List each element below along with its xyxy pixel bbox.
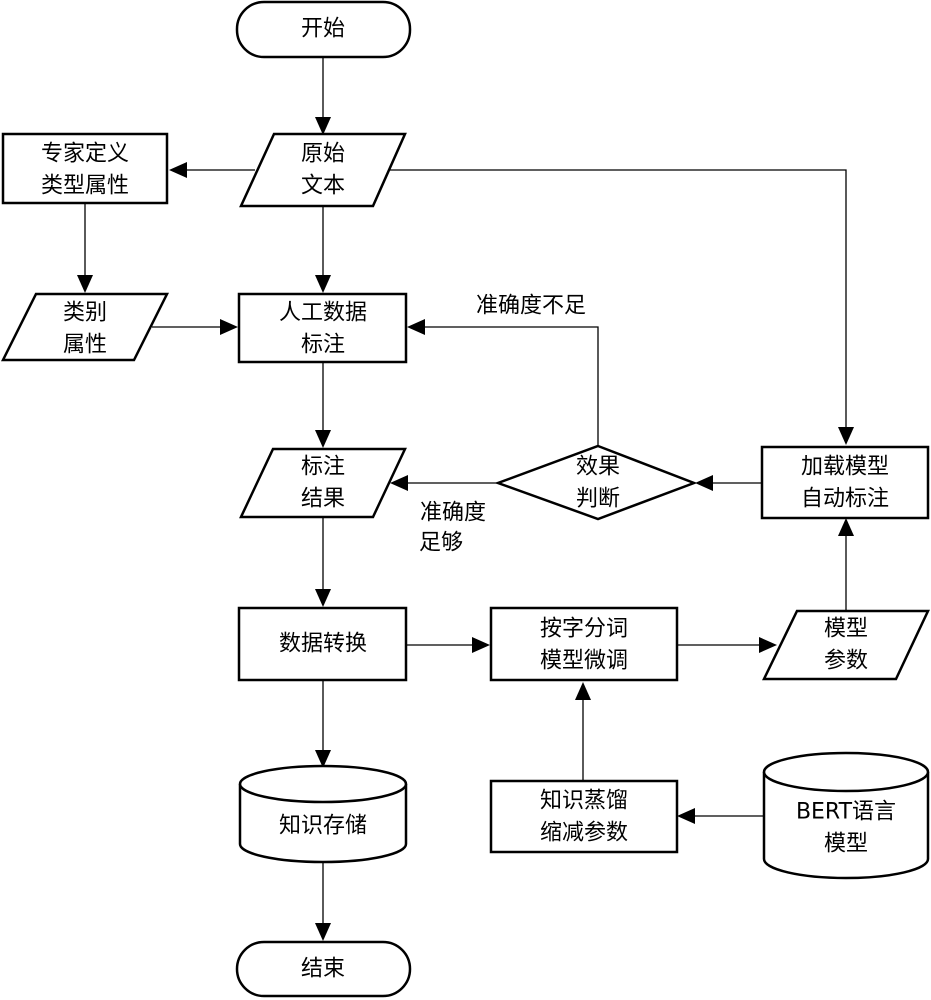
- data-conversion-label: 数据转换: [279, 632, 367, 657]
- arrowhead: [315, 117, 331, 135]
- distillation-line2: 缩减参数: [540, 821, 628, 846]
- effect-judgment-line1: 效果: [576, 455, 620, 480]
- category-attr-line2: 属性: [63, 333, 107, 358]
- raw-text-label-line2: 文本: [301, 174, 345, 199]
- arrowhead: [169, 162, 187, 178]
- distillation-line1: 知识蒸馏: [540, 789, 628, 814]
- category-attr-node: 类别 属性: [0, 292, 170, 362]
- expert-define-node: 专家定义 类型属性: [1, 132, 169, 205]
- connectors: [77, 57, 854, 941]
- manual-annotation-line1: 人工数据: [279, 301, 367, 326]
- bert-model-line1: BERT语言: [796, 800, 896, 825]
- arrowhead: [838, 518, 854, 536]
- arrowhead: [677, 808, 695, 824]
- end-label: 结束: [301, 957, 345, 982]
- arrowhead: [220, 319, 238, 335]
- annotation-result-line2: 结果: [301, 487, 345, 512]
- model-params-node: 模型 参数: [762, 609, 930, 681]
- accuracy-sufficient-label-line1: 准确度: [420, 501, 486, 526]
- start-label: 开始: [301, 17, 345, 42]
- distillation-node: 知识蒸馏 缩减参数: [489, 779, 679, 854]
- finetune-line2: 模型微调: [540, 649, 628, 674]
- edge-judgment-to-manual-annotation: [425, 326, 599, 446]
- model-params-line2: 参数: [824, 649, 868, 674]
- accuracy-insufficient-label: 准确度不足: [476, 294, 586, 319]
- arrowhead: [695, 475, 713, 491]
- knowledge-storage-node: 知识存储: [238, 764, 408, 864]
- arrowhead: [407, 319, 425, 335]
- expert-define-line1: 专家定义: [41, 142, 129, 167]
- arrowhead: [759, 637, 777, 653]
- annotation-result-line1: 标注: [301, 455, 345, 480]
- arrowhead: [838, 427, 854, 445]
- auto-annotation-line2: 自动标注: [801, 487, 889, 512]
- auto-annotation-node: 加载模型 自动标注: [760, 445, 930, 520]
- edge-raw-text-to-auto-annotation: [386, 169, 847, 427]
- edge-labels: 准确度不足 准确度 足够: [419, 294, 586, 556]
- expert-define-line2: 类型属性: [41, 174, 129, 199]
- effect-judgment-line2: 判断: [576, 487, 620, 512]
- arrowhead: [315, 750, 331, 768]
- start-terminal: 开始: [235, 0, 412, 59]
- end-terminal: 结束: [235, 940, 412, 998]
- raw-text-label-line1: 原始: [301, 142, 345, 167]
- raw-text-node: 原始 文本: [239, 132, 407, 208]
- accuracy-sufficient-label-line2: 足够: [419, 531, 463, 556]
- arrowhead: [315, 923, 331, 941]
- annotation-result-node: 标注 结果: [239, 447, 407, 519]
- category-attr-line1: 类别: [63, 301, 107, 326]
- data-conversion-node: 数据转换: [237, 606, 408, 682]
- arrowhead: [315, 275, 331, 293]
- finetune-line1: 按字分词: [540, 617, 628, 642]
- arrowhead: [77, 275, 93, 293]
- bert-model-node: BERT语言 模型: [762, 751, 930, 880]
- knowledge-storage-label: 知识存储: [279, 814, 367, 839]
- arrowhead: [315, 589, 331, 607]
- arrowhead: [575, 682, 591, 700]
- arrowhead: [472, 637, 490, 653]
- auto-annotation-line1: 加载模型: [801, 455, 889, 480]
- arrowhead: [390, 475, 408, 491]
- model-params-line1: 模型: [824, 617, 868, 642]
- finetune-node: 按字分词 模型微调: [489, 606, 679, 682]
- manual-annotation-node: 人工数据 标注: [237, 292, 408, 364]
- manual-annotation-line2: 标注: [301, 333, 345, 358]
- bert-model-line2: 模型: [824, 832, 868, 857]
- effect-judgment-node: 效果 判断: [494, 444, 698, 521]
- arrowhead: [315, 430, 331, 448]
